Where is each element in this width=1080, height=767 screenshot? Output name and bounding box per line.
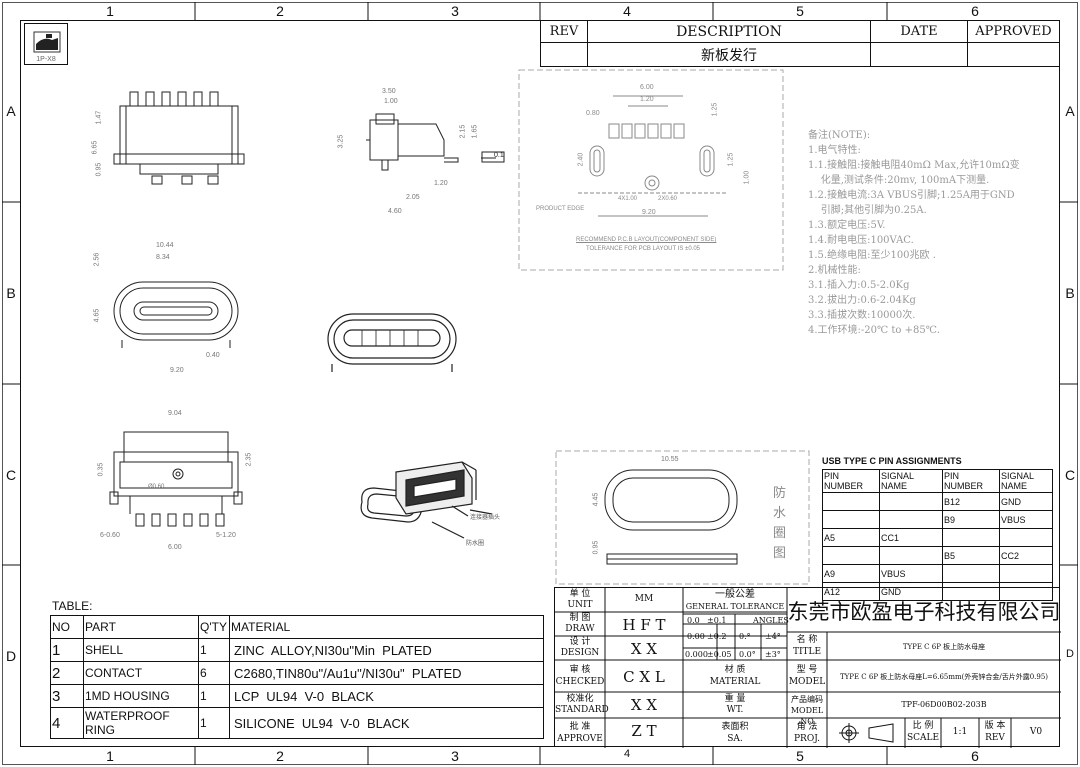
notes-block: 备注(NOTE): 1.电气特性: 1.1.接触阻:接触电阻40mΩ Max,允… (808, 128, 1058, 338)
bottom-view: 9.04 0.35 2.35 Ø0.60 6-0.60 5-1.20 6.00 (90, 406, 260, 556)
top-view: 1.47 6.65 0.95 (90, 88, 260, 198)
projection-symbol-icon (839, 723, 894, 743)
housing-3d-drawing (327, 313, 457, 372)
rev-value (540, 42, 588, 67)
pin-table-title: USB TYPE C PIN ASSIGNMENTS (822, 456, 962, 466)
product-edge-label: PRODUCT EDGE (536, 206, 585, 212)
pcb-tolerance-label: TOLERANCE FOR PCB LAYOUT IS ±0.05 (586, 246, 700, 252)
side-view-drawing (366, 113, 505, 171)
date-value (870, 42, 968, 67)
waterproof-ring-view: 10.55 4.45 0.95 防水圈图 (555, 450, 810, 585)
revision-table: REV DESCRIPTION DATE APPROVED 新板发行 (540, 20, 1060, 67)
ring-title: 防水圈图 (773, 486, 787, 561)
top-view-drawing (113, 91, 245, 185)
desc-value: 新板发行 (587, 42, 871, 67)
pcb-recommend-label: RECOMMEND P.C.B LAYOUT(COMPONENT SIDE) (576, 237, 717, 243)
pcb-layout-view: 6.00 1.20 0.80 1.25 1.00 2.40 1.25 9.20 … (518, 66, 784, 271)
title-block-grid (555, 588, 1061, 748)
material-table-title: TABLE: (52, 599, 93, 613)
pcb-layout-drawing (518, 69, 784, 271)
notes-title: 备注(NOTE): (808, 130, 871, 141)
approved-header: APPROVED (967, 20, 1060, 43)
waterproof-ring-drawing (555, 450, 810, 585)
company-name: 东莞市欧盈电子科技有限公司 (787, 600, 1061, 624)
pin-assignment-table: PIN NUMBER SIGNAL NAME PIN NUMBER SIGNAL… (822, 469, 1053, 601)
assembly-3d-view: 连接器插头 防水圈 (352, 452, 542, 552)
front-view: 10.44 8.34 2.56 4.65 0.40 9.20 (90, 240, 260, 380)
logo-text: 1P-X8 (36, 56, 56, 63)
housing-3d-view (322, 300, 462, 380)
date-header: DATE (870, 20, 968, 43)
assembly-3d-drawing (360, 461, 493, 539)
rev-header: REV (540, 20, 588, 43)
logo-mark-icon (33, 31, 61, 53)
bottom-view-drawing (109, 431, 243, 527)
desc-header: DESCRIPTION (587, 20, 871, 43)
approved-value (967, 42, 1060, 67)
side-view: 3.50 1.00 3.25 2.15 1.65 1.20 2.05 4.60 … (336, 88, 516, 218)
front-view-drawing (113, 281, 239, 348)
company-logo: 1P-X8 (24, 23, 68, 65)
